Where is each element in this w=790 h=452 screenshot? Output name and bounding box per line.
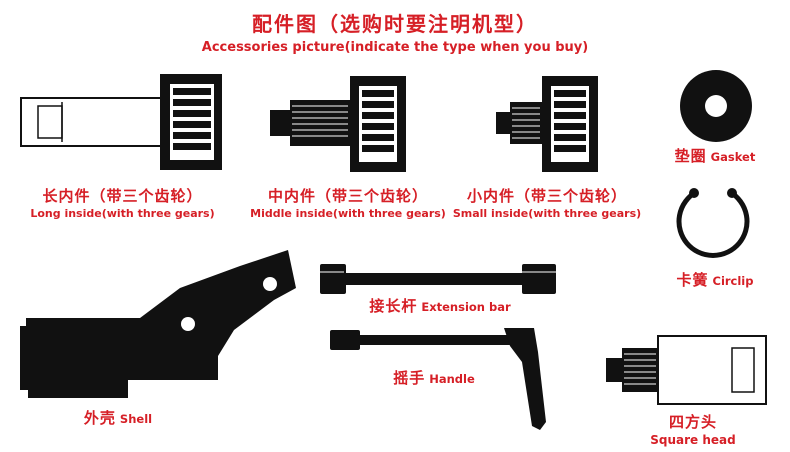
middle-inside-label-zh: 中内件（带三个齿轮） bbox=[267, 187, 428, 205]
extension-bar-label-zh: 接长杆 bbox=[369, 297, 418, 315]
square-head-drawing bbox=[606, 335, 767, 405]
extension-bar-drawing bbox=[320, 264, 556, 294]
gasket-drawing bbox=[680, 70, 752, 142]
shell-label-en: Shell bbox=[119, 412, 153, 426]
square-head-label-zh: 四方头 bbox=[668, 413, 717, 431]
circlip-label-zh: 卡簧 bbox=[676, 271, 709, 289]
middle-inside-drawing bbox=[270, 76, 406, 172]
small-inside-drawing bbox=[496, 76, 598, 172]
middle-inside-label-en: Middle inside(with three gears) bbox=[250, 207, 446, 220]
long-inside-label-zh: 长内件（带三个齿轮） bbox=[42, 187, 203, 205]
long-inside-drawing bbox=[20, 74, 222, 170]
handle-drawing bbox=[330, 328, 546, 430]
long-inside-label-en: Long inside(with three gears) bbox=[30, 207, 215, 220]
long-inside-caption: 长内件（带三个齿轮） Long inside(with three gears) bbox=[20, 186, 225, 222]
gasket-label-zh: 垫圈 bbox=[674, 147, 707, 165]
small-inside-label-zh: 小内件（带三个齿轮） bbox=[466, 187, 627, 205]
square-head-label-en: Square head bbox=[650, 433, 736, 447]
small-inside-label-en: Small inside(with three gears) bbox=[452, 207, 642, 220]
page-title: 配件图（选购时要注明机型） bbox=[252, 12, 538, 36]
circlip-drawing bbox=[676, 188, 750, 258]
page-subtitle: Accessories picture(indicate the type wh… bbox=[201, 40, 589, 55]
square-head-caption: 四方头 Square head bbox=[628, 412, 758, 448]
circlip-label-en: Circlip bbox=[712, 274, 754, 288]
shell-label-zh: 外壳 bbox=[83, 409, 116, 427]
extension-bar-label-en: Extension bar bbox=[421, 300, 511, 314]
middle-inside-caption: 中内件（带三个齿轮） Middle inside(with three gear… bbox=[248, 186, 448, 222]
gasket-label-en: Gasket bbox=[710, 150, 756, 164]
handle-label-zh: 摇手 bbox=[393, 369, 426, 387]
shell-drawing bbox=[20, 250, 296, 398]
small-inside-caption: 小内件（带三个齿轮） Small inside(with three gears… bbox=[452, 186, 642, 222]
handle-label-en: Handle bbox=[429, 372, 475, 386]
